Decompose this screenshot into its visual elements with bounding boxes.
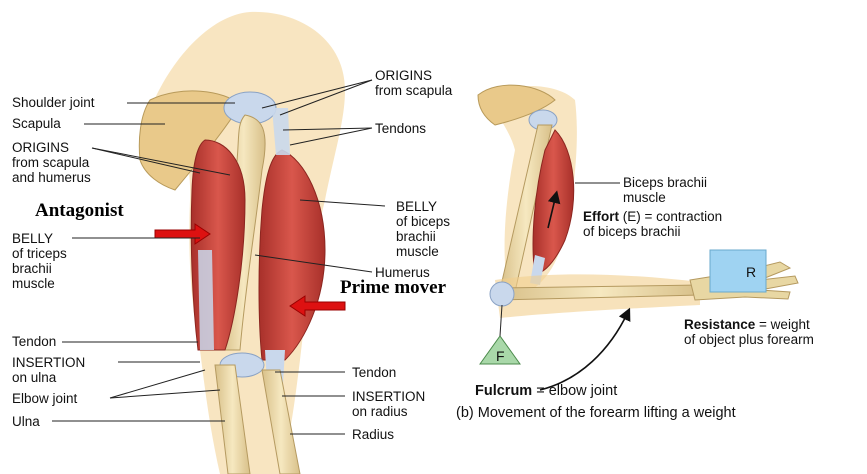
label-belly-triceps: BELLY of triceps brachii muscle	[12, 231, 67, 291]
label-resistance: Resistance = weight of object plus forea…	[684, 317, 814, 347]
label-tendon-middle: Tendon	[352, 365, 396, 380]
rotation-arrow	[540, 312, 628, 390]
label-fulcrum: Fulcrum = elbow joint	[475, 383, 617, 399]
label-biceps-brachii: Biceps brachii muscle	[623, 175, 707, 205]
label-elbow-joint: Elbow joint	[12, 391, 77, 406]
label-prime-mover: Prime mover	[340, 277, 446, 299]
label-antagonist: Antagonist	[35, 200, 124, 222]
left-arm-figure	[139, 12, 345, 474]
label-tendons: Tendons	[375, 121, 426, 136]
label-origins-scapula: ORIGINS from scapula	[375, 68, 452, 98]
label-insertion-ulna: INSERTION on ulna	[12, 355, 85, 385]
weight-box	[710, 250, 766, 292]
weight-box-label: R	[746, 264, 756, 280]
elbow-joint-right	[490, 282, 514, 306]
label-shoulder-joint: Shoulder joint	[12, 95, 95, 110]
label-belly-biceps: BELLY of biceps brachii muscle	[396, 199, 450, 259]
label-origins-scapula-humerus: ORIGINS from scapula and humerus	[12, 140, 91, 185]
label-radius: Radius	[352, 427, 394, 442]
fulcrum-marker-label: F	[496, 348, 505, 364]
triceps-tendon	[198, 250, 214, 350]
label-scapula: Scapula	[12, 116, 61, 131]
label-effort: Effort (E) = contraction of biceps brach…	[583, 209, 722, 239]
label-insertion-radius: INSERTION on radius	[352, 389, 425, 419]
figure-caption: (b) Movement of the forearm lifting a we…	[456, 405, 736, 421]
label-tendon-left: Tendon	[12, 334, 56, 349]
label-ulna: Ulna	[12, 414, 40, 429]
